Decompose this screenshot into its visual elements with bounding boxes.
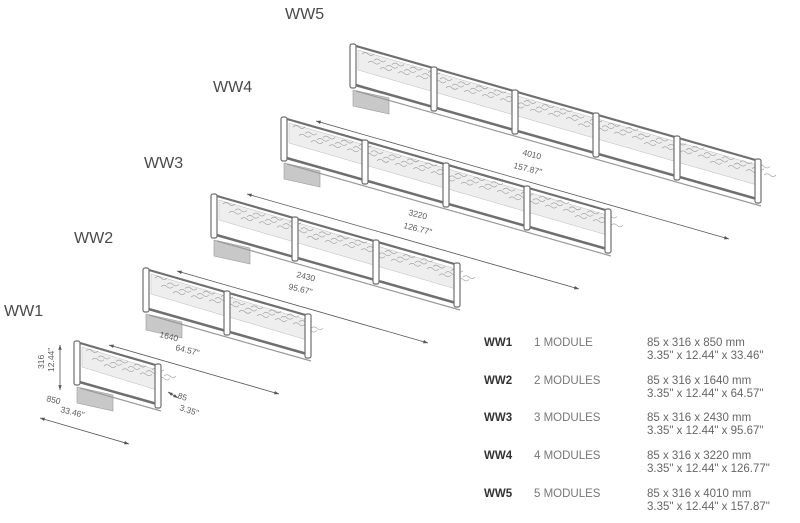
length-mm-ww5: 4010 bbox=[522, 147, 543, 161]
length-dimension-ww3 bbox=[176, 270, 429, 344]
spec-modules: 2 MODULES bbox=[534, 375, 601, 387]
bottom-channel bbox=[351, 82, 758, 201]
spec-dimensions-in: 3.35" x 12.44" x 95.67" bbox=[647, 425, 764, 437]
spec-code: WW3 bbox=[484, 412, 513, 424]
bottom-channel-edge bbox=[79, 387, 162, 412]
spec-row-ww2: WW2 2 MODULES 85 x 316 x 1640 mm 3.35" x… bbox=[484, 375, 794, 403]
bottom-channel bbox=[75, 379, 158, 406]
height-dimension-ww1 bbox=[58, 345, 62, 390]
base-block bbox=[213, 239, 251, 265]
spec-code: WW1 bbox=[484, 337, 513, 349]
module-post bbox=[430, 66, 438, 112]
top-rail bbox=[216, 194, 459, 267]
height-mm-ww1: 316 bbox=[36, 355, 46, 369]
base-block bbox=[145, 313, 183, 339]
spec-code: WW2 bbox=[484, 375, 513, 387]
module-post bbox=[604, 208, 612, 254]
unit-label-ww3: WW3 bbox=[144, 155, 183, 172]
length-dimension-ww2 bbox=[108, 344, 280, 395]
module-post bbox=[511, 89, 519, 135]
module-post bbox=[349, 43, 357, 89]
length-dimension-ww1 bbox=[39, 417, 130, 445]
water-wall-unit-ww3 bbox=[210, 193, 476, 311]
module-post bbox=[592, 112, 600, 158]
spec-modules: 4 MODULES bbox=[534, 450, 601, 462]
water-texture bbox=[85, 349, 177, 381]
unit-label-ww5: WW5 bbox=[285, 6, 324, 23]
water-wall-unit-ww2 bbox=[142, 267, 324, 362]
spec-modules: 3 MODULES bbox=[534, 412, 601, 424]
base-block bbox=[283, 162, 321, 188]
length-dimension-ww5 bbox=[315, 120, 730, 240]
module-post bbox=[223, 290, 231, 336]
length-in-ww2: 64.57" bbox=[175, 342, 201, 358]
length-dimension-ww4 bbox=[246, 193, 580, 290]
water-wall-unit-ww5 bbox=[349, 43, 777, 207]
module-post bbox=[442, 162, 450, 208]
length-mm-ww3: 2430 bbox=[296, 269, 317, 283]
height-in-ww1: 12.44" bbox=[46, 348, 56, 372]
unit-label-ww1: WW1 bbox=[4, 303, 43, 320]
water-wall-unit-ww1 bbox=[73, 340, 177, 412]
top-rail bbox=[355, 44, 760, 163]
spec-dimensions-mm: 85 x 316 x 3220 mm bbox=[647, 450, 752, 462]
base-block bbox=[76, 386, 114, 412]
water-texture bbox=[292, 125, 624, 228]
spec-dimensions-mm: 85 x 316 x 850 mm bbox=[647, 337, 745, 349]
spec-code: WW5 bbox=[484, 488, 513, 500]
module-post bbox=[361, 139, 369, 185]
spec-row-ww4: WW4 4 MODULES 85 x 316 x 3220 mm 3.35" x… bbox=[484, 450, 794, 478]
module-post bbox=[142, 267, 150, 313]
spec-modules: 1 MODULE bbox=[534, 337, 593, 349]
length-mm-ww1: 850 bbox=[46, 393, 62, 406]
module-post bbox=[210, 193, 218, 239]
depth-dimension-ww1 bbox=[167, 391, 179, 399]
bottom-channel-edge bbox=[355, 90, 762, 207]
unit-label-ww2: WW2 bbox=[74, 230, 113, 247]
top-rail bbox=[79, 341, 160, 368]
spec-row-ww1: WW1 1 MODULE 85 x 316 x 850 mm 3.35" x 1… bbox=[484, 337, 794, 365]
bottom-channel-edge bbox=[148, 314, 312, 362]
module-post bbox=[304, 313, 312, 359]
module-post bbox=[291, 216, 299, 262]
module-post bbox=[372, 239, 380, 285]
spec-dimensions-mm: 85 x 316 x 1640 mm bbox=[647, 375, 752, 387]
spec-dimensions-in: 3.35" x 12.44" x 64.57" bbox=[647, 388, 764, 400]
base-block bbox=[352, 89, 390, 115]
spec-row-ww5: WW5 5 MODULES 85 x 316 x 4010 mm 3.35" x… bbox=[484, 488, 794, 516]
length-in-ww5: 157.87" bbox=[513, 160, 544, 177]
module-post bbox=[673, 135, 681, 181]
length-in-ww1: 33.46" bbox=[60, 404, 86, 420]
length-in-ww3: 95.67" bbox=[288, 281, 314, 297]
length-in-ww4: 126.77" bbox=[403, 220, 434, 237]
spec-modules: 5 MODULES bbox=[534, 488, 601, 500]
bottom-channel-edge bbox=[216, 240, 461, 311]
module-post bbox=[453, 262, 461, 308]
bottom-channel-edge bbox=[286, 163, 612, 257]
spec-row-ww3: WW3 3 MODULES 85 x 316 x 2430 mm 3.35" x… bbox=[484, 412, 794, 440]
length-mm-ww4: 3220 bbox=[408, 207, 429, 221]
module-post bbox=[280, 116, 288, 162]
spec-code: WW4 bbox=[484, 450, 513, 462]
unit-label-ww4: WW4 bbox=[213, 79, 252, 96]
spec-dimensions-mm: 85 x 316 x 4010 mm bbox=[647, 488, 752, 500]
module-post bbox=[73, 340, 81, 386]
length-mm-ww2: 1640 bbox=[159, 329, 180, 343]
spec-dimensions-in: 3.35" x 12.44" x 157.87" bbox=[647, 501, 770, 513]
bottom-channel bbox=[212, 232, 457, 305]
spec-dimensions-in: 3.35" x 12.44" x 126.77" bbox=[647, 463, 770, 475]
module-post bbox=[754, 158, 762, 204]
depth-mm-ww1: 85 bbox=[176, 390, 188, 403]
depth-in-ww1: 3.35" bbox=[178, 402, 200, 418]
units-layer bbox=[39, 43, 777, 445]
spec-dimensions-mm: 85 x 316 x 2430 mm bbox=[647, 412, 752, 424]
module-post bbox=[154, 363, 162, 409]
spec-dimensions-in: 3.35" x 12.44" x 33.46" bbox=[647, 350, 764, 362]
water-wall-unit-ww4 bbox=[280, 116, 624, 257]
module-post bbox=[523, 185, 531, 231]
